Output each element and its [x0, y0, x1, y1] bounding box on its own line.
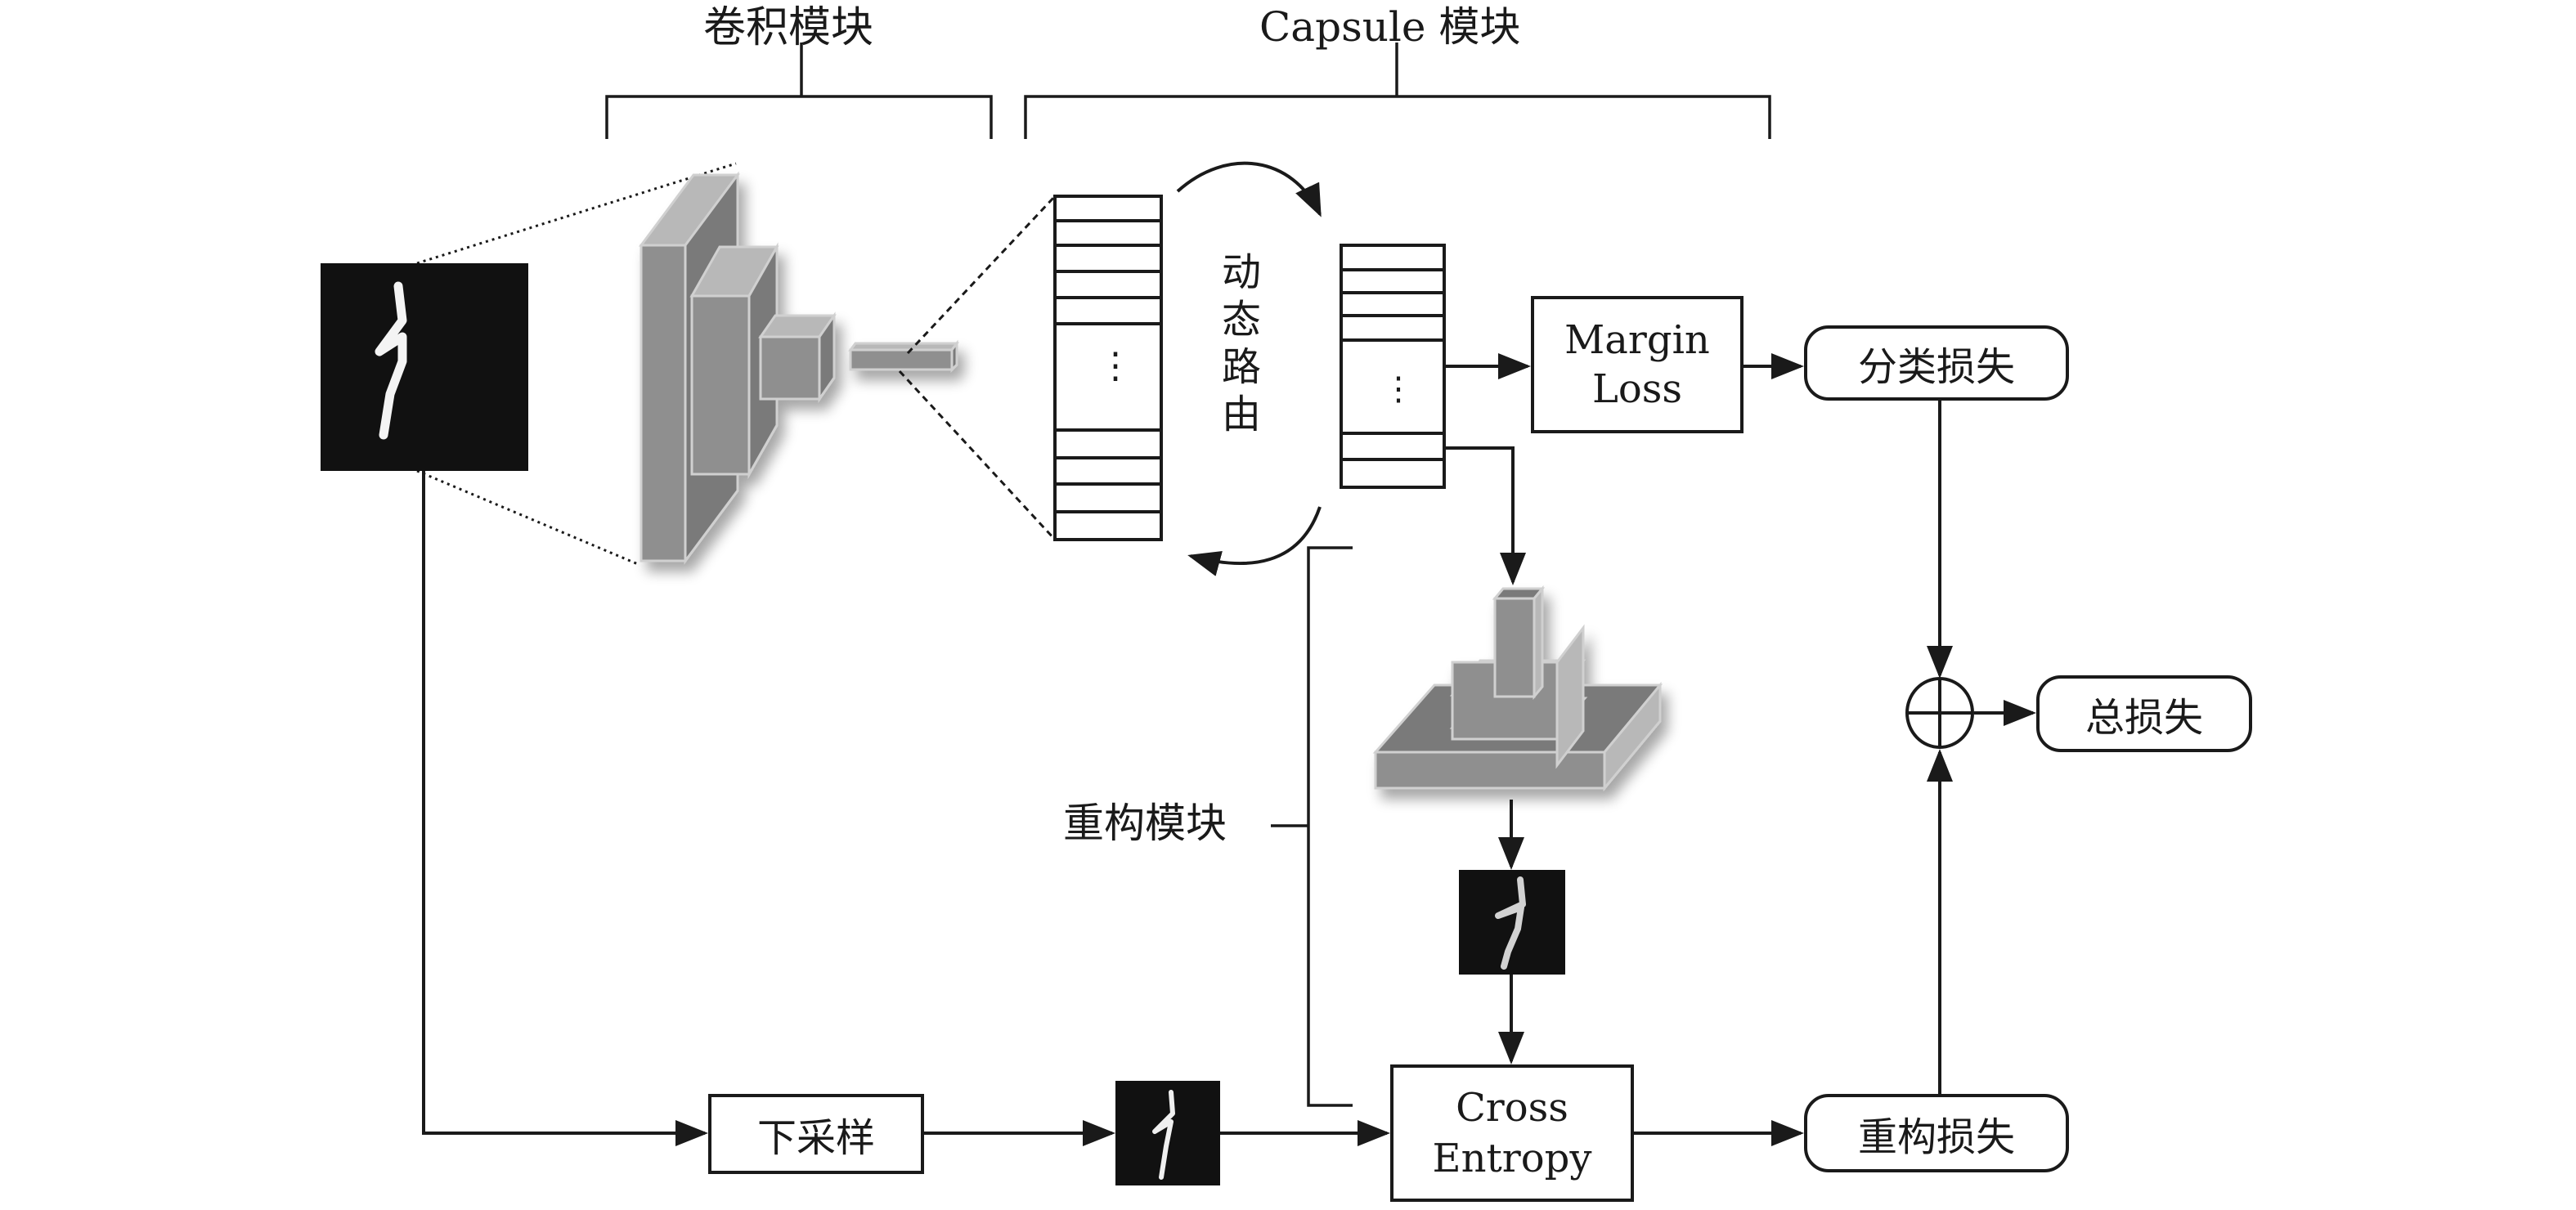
recon-module-bracket [1271, 546, 1353, 1107]
classification-loss-box: 分类损失 [1804, 325, 2069, 401]
digit-stroke-icon [1495, 876, 1526, 970]
input-digit-image [321, 263, 528, 471]
recon-module-label: 重构模块 [1063, 800, 1227, 847]
projection-lines-capsule [898, 195, 1057, 541]
total-loss-box: 总损失 [2036, 675, 2252, 752]
reconstructed-digit-image [1459, 870, 1565, 975]
primary-capsules-column [1053, 195, 1163, 541]
capsule-module-bracket [1024, 43, 1771, 139]
primary-capsules-ellipsis: ⋮ [1097, 345, 1133, 387]
arrow-capsule-to-decoder [1444, 446, 1526, 585]
decoder-3d-icon [1372, 585, 1663, 792]
dynamic-routing-label: 动 态 路 由 [1221, 249, 1261, 437]
capsule-module-label: Capsule 模块 [1259, 3, 1521, 51]
flow-arrows [422, 353, 2036, 1146]
digit-capsules-ellipsis: ⋮ [1382, 370, 1415, 408]
dynamic-routing-arcs [1176, 161, 1322, 576]
conv-module-bracket [605, 43, 993, 139]
digit-capsules-column [1340, 244, 1446, 489]
arrow-input-to-downsample [422, 471, 708, 1146]
projection-lines-input [416, 162, 737, 566]
conv-module-label: 卷积模块 [703, 3, 874, 52]
cross-entropy-box: Cross Entropy [1390, 1064, 1634, 1202]
margin-loss-box: Margin Loss [1531, 296, 1744, 433]
downsample-box: 下采样 [708, 1094, 924, 1174]
digit-stroke-icon [375, 281, 407, 440]
downsampled-digit-image [1115, 1081, 1220, 1185]
reconstruction-loss-box: 重构损失 [1804, 1094, 2069, 1172]
sum-node-icon [1905, 677, 1974, 749]
digit-stroke-icon [1152, 1090, 1175, 1180]
conv-layers-3d-icon [639, 171, 959, 565]
